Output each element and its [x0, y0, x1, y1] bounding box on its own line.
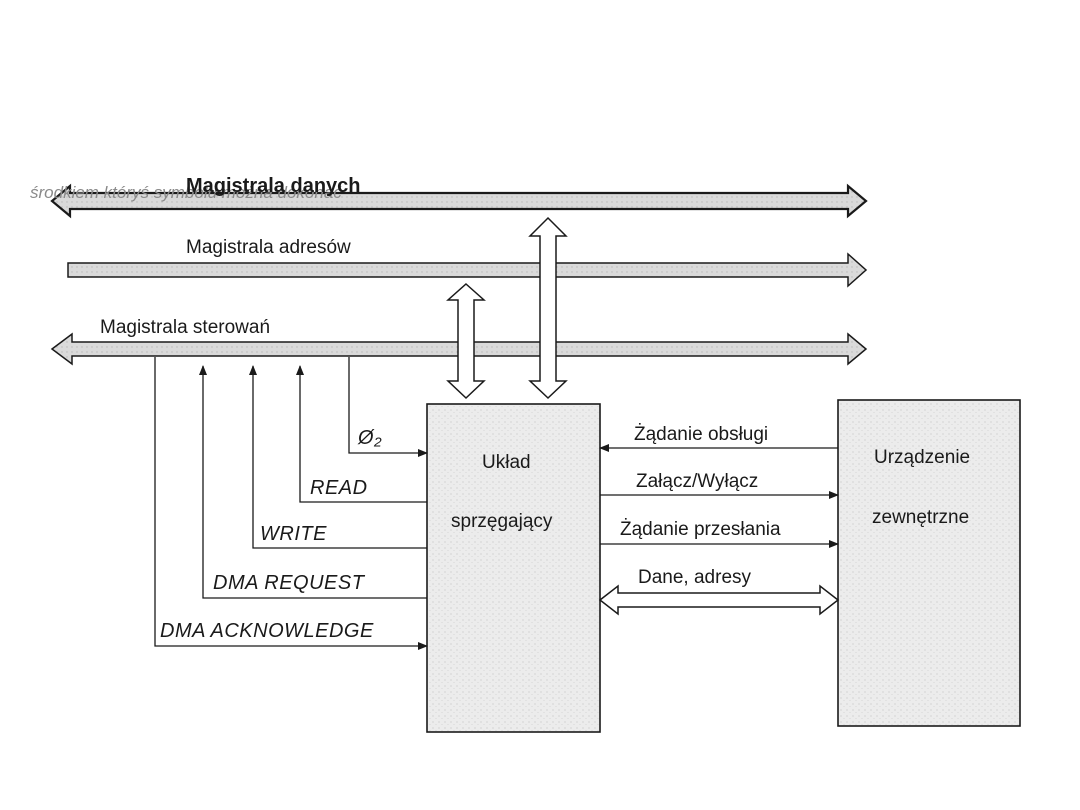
read-signal-line	[296, 365, 427, 503]
dma-request-signal-line	[199, 365, 427, 599]
data-addresses-connector	[598, 584, 840, 616]
dma-acknowledge-signal-line	[154, 357, 428, 650]
address-bus-connector	[446, 282, 486, 400]
on-off-label: Załącz/Wyłącz	[636, 471, 758, 492]
address-bus	[67, 252, 868, 288]
device-label-line1: Urządzenie	[874, 447, 970, 468]
dma-request-label: DMA REQUEST	[213, 572, 366, 594]
device-label-line2: zewnętrzne	[872, 507, 969, 528]
phi2-signal-line	[348, 357, 428, 457]
dma-acknowledge-label: DMA ACKNOWLEDGE	[160, 620, 374, 642]
interface-label-line2: sprzęgający	[451, 511, 553, 532]
interface-block	[426, 403, 601, 733]
data-bus	[50, 183, 868, 219]
data-addresses-label: Dane, adresy	[638, 567, 752, 588]
write-signal-line	[249, 365, 427, 549]
data-bus-label: Magistrala danych	[186, 175, 361, 197]
transfer-request-label: Żądanie przesłania	[620, 519, 781, 540]
data-bus-connector	[528, 216, 568, 400]
external-device-block	[837, 399, 1021, 727]
control-bus-label: Magistrala sterowań	[100, 317, 270, 338]
write-label: WRITE	[260, 523, 327, 545]
read-label: READ	[310, 477, 368, 499]
service-request-label: Żądanie obsługi	[634, 424, 768, 445]
phi2-label: Ø₂	[357, 427, 382, 449]
address-bus-label: Magistrala adresów	[186, 237, 351, 258]
interface-label-line1: Układ	[482, 452, 531, 473]
faded-margin-text: środkiem któryś symbolu można dokonać	[30, 183, 342, 202]
